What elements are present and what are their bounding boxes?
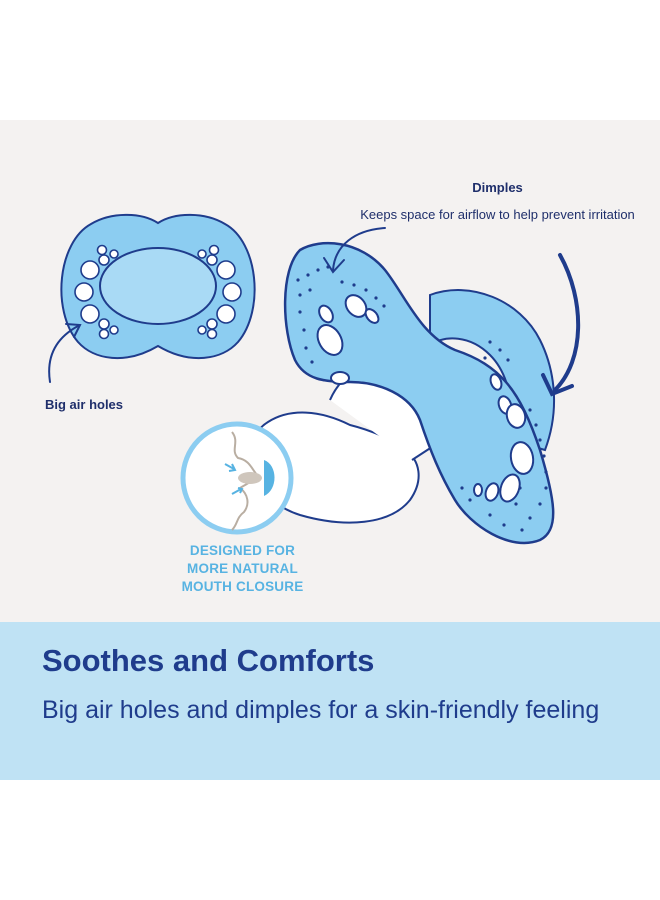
banner-headline: Soothes and Comforts: [42, 643, 375, 678]
air-holes-callout-label: Big air holes: [45, 397, 124, 412]
arrow-icon: [48, 323, 82, 383]
arrow-icon: [541, 253, 581, 397]
mouth-closure-badge-text: DESIGNED FOR MORE NATURAL MOUTH CLOSURE: [181, 543, 304, 594]
dimples-callout-title: Dimples: [472, 180, 523, 195]
pacifier-side-view-icon: [249, 241, 555, 545]
banner-subline: Big air holes and dimples for a skin-fri…: [42, 696, 600, 724]
benefit-banner: [0, 622, 660, 780]
pacifier-front-view-icon: [60, 213, 256, 359]
pacifier-illustration: [48, 213, 581, 545]
arrow-icon: [323, 227, 386, 274]
dimples-callout-description: Keeps space for airflow to help prevent …: [360, 207, 635, 222]
mouth-closure-icon: [180, 421, 294, 535]
